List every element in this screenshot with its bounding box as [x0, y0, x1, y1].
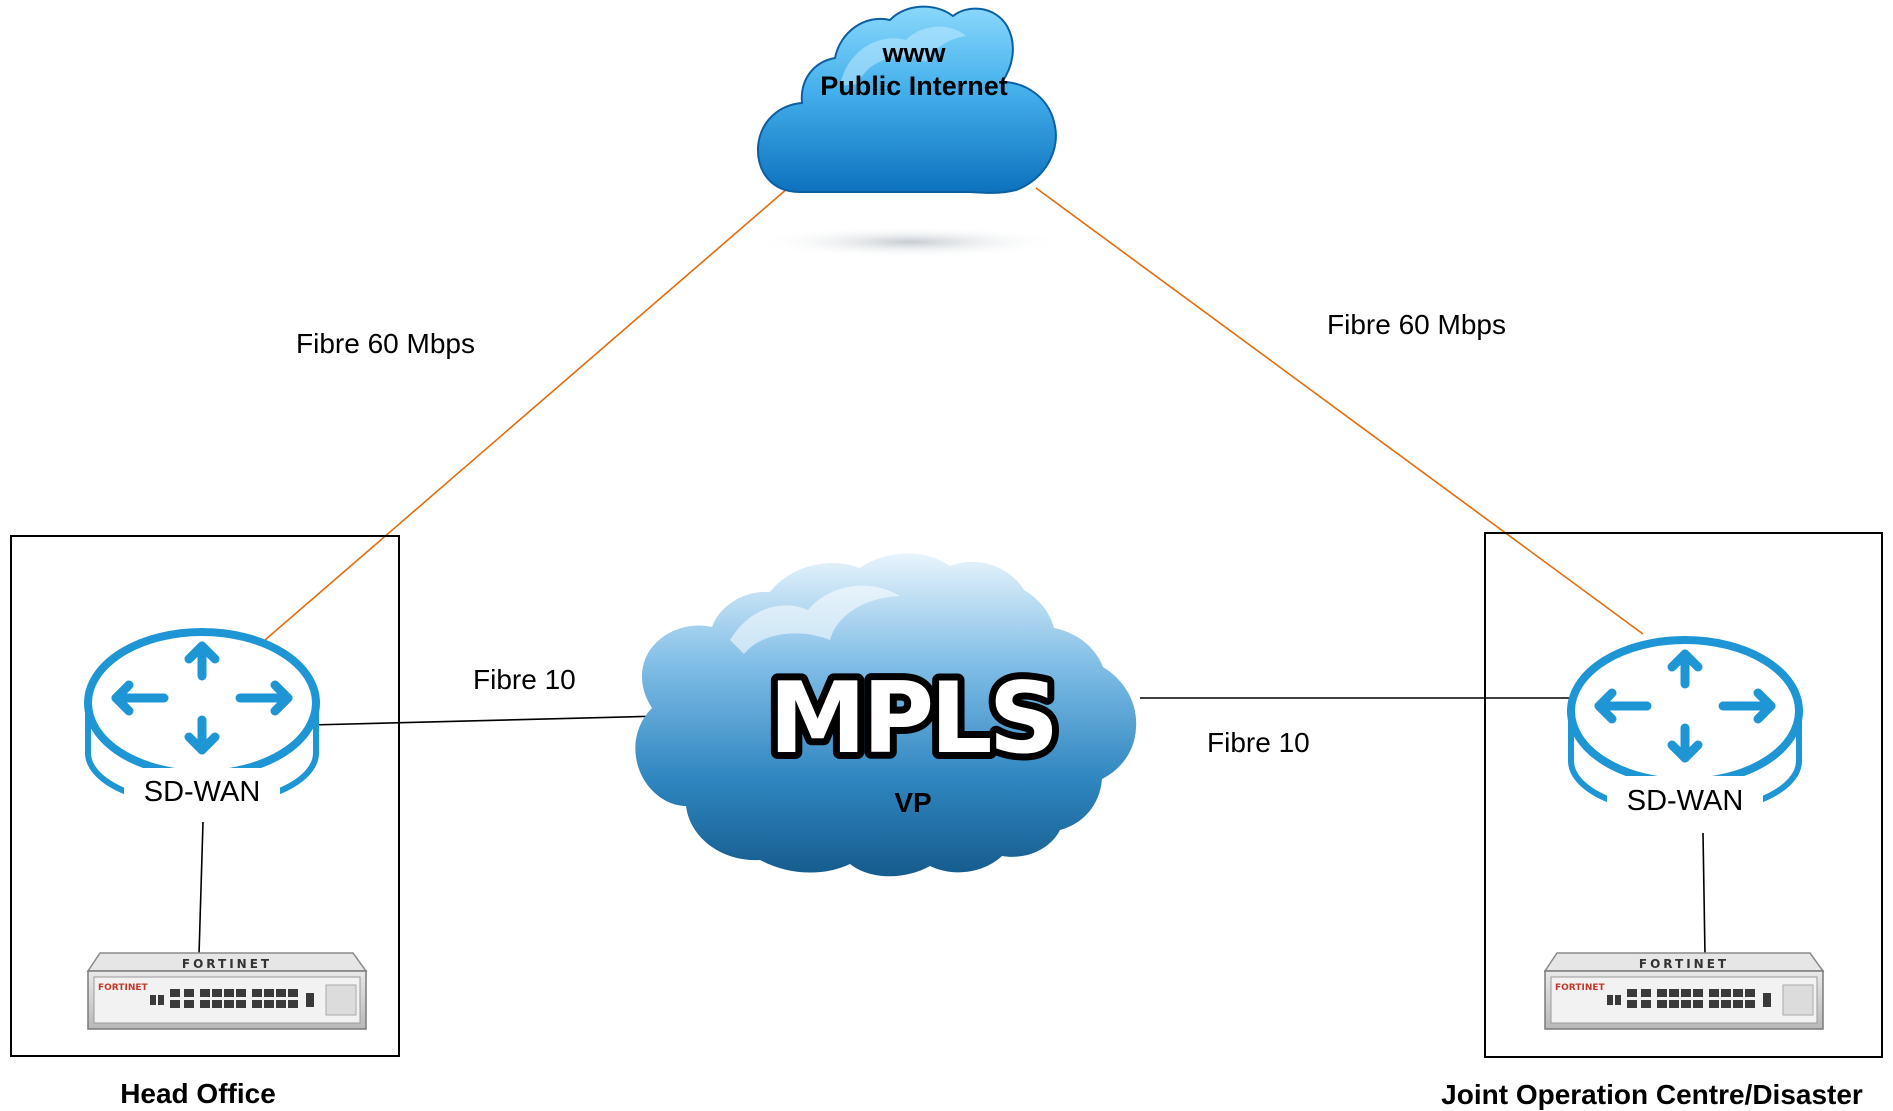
internet-cloud-shape — [756, 5, 1057, 194]
left-fortinet-firewall[interactable]: FORTINET FORTINET — [86, 952, 368, 1030]
left-internet-link-label: Fibre 60 Mbps — [296, 328, 475, 359]
router-arrows-icon — [1594, 649, 1776, 763]
left-mpls-link-label: Fibre 10 — [473, 664, 576, 695]
internet-cloud-shadow — [755, 226, 1065, 258]
firewall-ports — [150, 989, 314, 1008]
firewall-brand-small: FORTINET — [98, 983, 148, 993]
router-label-bg — [1607, 776, 1763, 820]
mpls-title-outline: MPLS — [769, 662, 1055, 776]
mpls-title: MPLS — [769, 662, 1055, 776]
head-office-box — [10, 535, 400, 1057]
links — [198, 187, 1706, 956]
internet-cloud-line1: www — [881, 38, 946, 68]
internet-cloud-highlight — [840, 26, 966, 86]
left-internet-link — [264, 187, 789, 641]
left-sdwan-router[interactable]: SD-WAN — [84, 628, 320, 812]
right-internet-link-label: Fibre 60 Mbps — [1327, 309, 1506, 340]
joint-operation-centre-box — [1484, 532, 1883, 1058]
router-arrows-icon — [111, 641, 293, 755]
left-router-firewall-link — [198, 821, 204, 956]
joint-operation-centre-site: SD-WAN FORTINET FORTINET — [1441, 532, 1883, 1110]
firewall-brand-top: FORTINET — [182, 957, 272, 971]
right-internet-link — [1035, 187, 1644, 635]
right-mpls-link-label: Fibre 10 — [1207, 727, 1310, 758]
left-mpls-link — [309, 714, 701, 726]
left-router-label: SD-WAN — [144, 776, 261, 808]
firewall-brand-small: FORTINET — [1555, 983, 1605, 993]
firewall-brand-top: FORTINET — [1639, 957, 1729, 971]
firewall-ports — [1607, 989, 1771, 1008]
right-fortinet-firewall[interactable]: FORTINET FORTINET — [1543, 952, 1825, 1030]
head-office-site: SD-WAN FORTINET FORTINET — [10, 535, 400, 1109]
public-internet-cloud: www Public Internet — [755, 5, 1065, 258]
router-label-bg — [124, 768, 280, 812]
head-office-label: Head Office — [120, 1078, 276, 1109]
right-sdwan-router[interactable]: SD-WAN — [1567, 636, 1803, 820]
internet-cloud-line2: Public Internet — [820, 71, 1008, 101]
mpls-cloud-highlight — [730, 585, 900, 654]
mpls-subtitle: VP — [894, 787, 931, 818]
mpls-cloud: MPLS MPLS VP — [635, 553, 1137, 877]
right-router-firewall-link — [1702, 832, 1706, 956]
right-router-label: SD-WAN — [1627, 785, 1744, 817]
joint-operation-centre-label: Joint Operation Centre/Disaster — [1441, 1079, 1863, 1110]
